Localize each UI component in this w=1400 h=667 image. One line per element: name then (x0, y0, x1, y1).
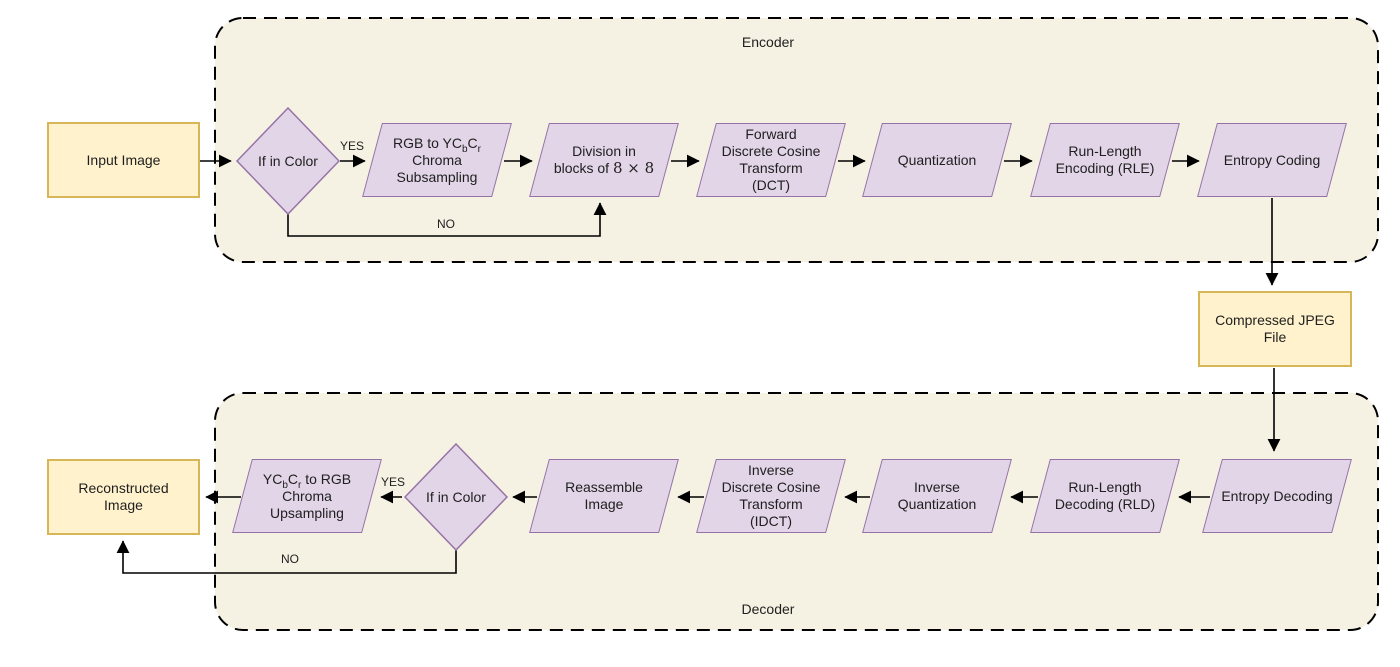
node-label: If in Color (258, 153, 318, 169)
node-rgb-to-ycbcr: RGB to YCbCr Chroma Subsampling (362, 123, 512, 197)
node-label: Inverse Quantization (897, 479, 977, 512)
node-division-in-blocks: Division in blocks of 8 × 8 (529, 123, 679, 197)
node-label: Image (104, 497, 143, 513)
node-label: Entropy Coding (1223, 151, 1321, 168)
node-label: Reassemble Image (565, 479, 643, 512)
node-reconstructed-image: Reconstructed Image (47, 459, 200, 535)
node-label: Inverse Discrete Cosine Transform (IDCT) (721, 462, 821, 529)
arrow-decoder-ifcolor-no-bypass (116, 540, 457, 574)
node-compressed-jpeg-file: Compressed JPEG File (1198, 291, 1352, 367)
node-inverse-dct: Inverse Discrete Cosine Transform (IDCT) (696, 459, 846, 533)
node-inverse-quantization: Inverse Quantization (862, 459, 1012, 533)
node-label: Run-Length Decoding (RLD) (1054, 479, 1156, 512)
node-input-image: Input Image (47, 122, 200, 198)
node-ycbcr-to-rgb: YCbCr to RGB Chroma Upsampling (232, 459, 382, 533)
node-run-length-decoding: Run-Length Decoding (RLD) (1030, 459, 1180, 533)
node-label: Input Image (86, 151, 161, 168)
node-label: Reconstructed (78, 480, 169, 496)
node-label: Forward Discrete Cosine Transform (DCT) (721, 126, 821, 193)
node-label: Run-Length Encoding (RLE) (1055, 143, 1155, 176)
node-entropy-decoding: Entropy Decoding (1202, 459, 1352, 533)
node-label: Compressed JPEG (1215, 312, 1335, 328)
encoder-no-label: NO (437, 217, 455, 231)
node-label: File (1263, 329, 1287, 345)
node-label: Entropy Decoding (1221, 487, 1333, 504)
diamond-shape (404, 443, 508, 551)
node-forward-dct: Forward Discrete Cosine Transform (DCT) (696, 123, 846, 197)
node-run-length-encoding: Run-Length Encoding (RLE) (1030, 123, 1180, 197)
node-label: RGB to YCbCr Chroma Subsampling (392, 134, 482, 185)
node-reassemble-image: Reassemble Image (529, 459, 679, 533)
diamond-shape (236, 107, 340, 215)
decoder-group-label: Decoder (741, 601, 795, 617)
node-entropy-coding: Entropy Coding (1197, 123, 1347, 197)
arrow-ifcolor-no-bypass (287, 202, 607, 237)
node-quantization: Quantization (862, 123, 1012, 197)
node-label: If in Color (426, 489, 486, 505)
node-label: YCbCr to RGB Chroma Upsampling (262, 470, 352, 521)
node-decoder-if-in-color: If in Color (404, 443, 508, 551)
node-label: Quantization (897, 151, 977, 168)
encoder-yes-label: YES (339, 139, 364, 153)
encoder-group-label: Encoder (741, 34, 795, 50)
decoder-yes-label: YES (380, 475, 405, 489)
node-label: Division in blocks of 8 × 8 (553, 143, 655, 177)
node-encoder-if-in-color: If in Color (236, 107, 340, 215)
decoder-no-label: NO (281, 552, 299, 566)
